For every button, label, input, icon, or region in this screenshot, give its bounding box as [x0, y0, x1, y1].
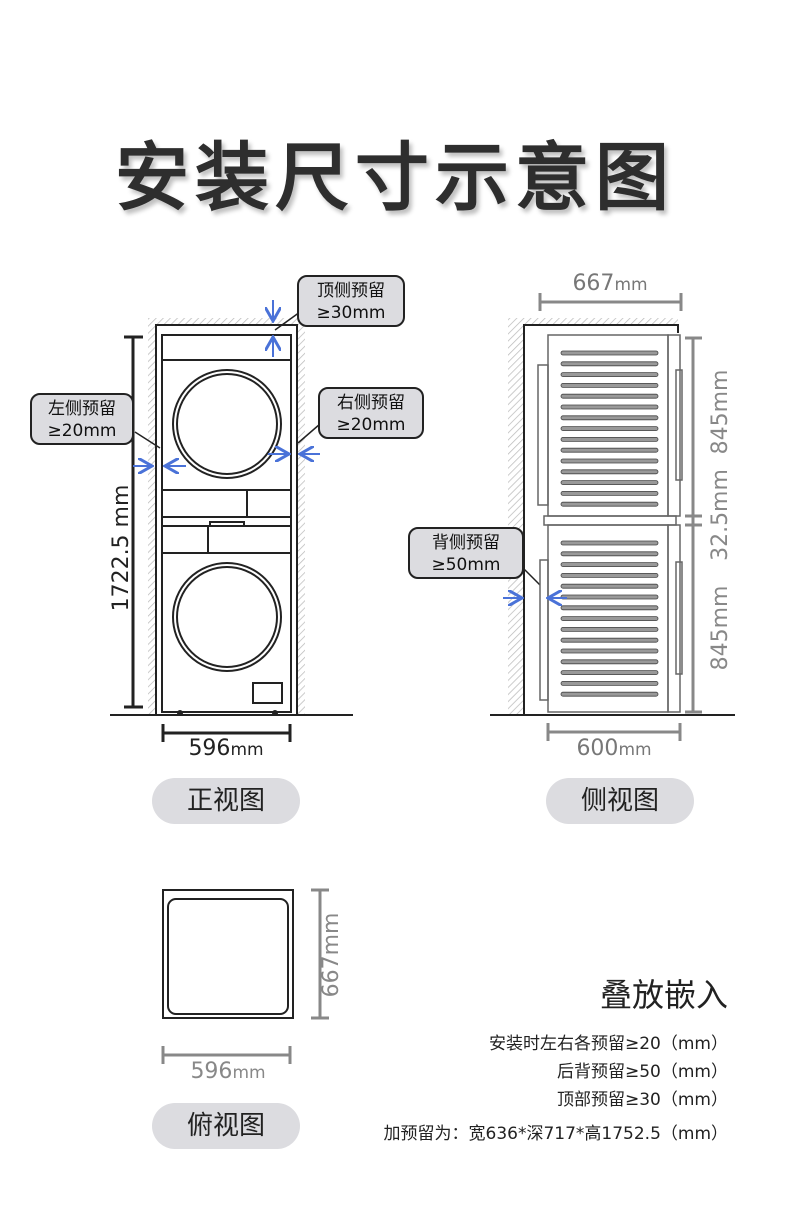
callout-value: ≥20mm [336, 415, 406, 435]
vent-slat [560, 415, 659, 421]
vent-slat [560, 616, 659, 621]
callout-value: ≥20mm [47, 421, 117, 441]
top-wall-hatch [156, 318, 297, 325]
side-machine-depth-label: 600mm [576, 736, 651, 761]
clearance-arrows [133, 300, 320, 466]
top-width-dimension-line [161, 1046, 292, 1064]
vent-slat [560, 691, 659, 697]
info-heading: 叠放嵌入 [599, 976, 728, 1014]
vent-slat [560, 627, 659, 632]
side-top-dimension-line [538, 293, 683, 311]
top-clearance-callout: 顶侧预留 ≥30mm [297, 275, 405, 327]
gap-height-label: 32.5mm [708, 469, 733, 561]
front-width-label: 596mm [188, 736, 263, 761]
side-cabinet-outline [523, 324, 679, 715]
vent-slat [560, 426, 659, 432]
callout-title: 右侧预留 [337, 393, 405, 413]
vent-slat [560, 447, 659, 453]
top-width-label: 596mm [190, 1059, 265, 1084]
info-line: 顶部预留≥30（mm） [557, 1090, 728, 1110]
page-title: 安装尺寸示意图 [115, 135, 675, 221]
vent-slat [560, 637, 659, 643]
vent-slat [560, 393, 659, 399]
vent-slat [560, 659, 659, 665]
callout-title: 左侧预留 [48, 399, 116, 419]
vent-slat [560, 436, 659, 442]
vent-slat [560, 648, 659, 654]
vent-slat [560, 605, 659, 611]
right-clearance-callout: 右侧预留 ≥20mm [318, 387, 424, 439]
vent-slat [560, 404, 659, 410]
vent-slat [560, 540, 659, 546]
vent-slat [560, 681, 659, 686]
front-view-label: 正视图 [152, 778, 300, 824]
vent-slat [560, 594, 659, 600]
vent-slat [560, 551, 659, 557]
width-dimension-line [161, 724, 292, 742]
callout-title: 顶侧预留 [317, 281, 385, 301]
vent-slat [560, 670, 659, 675]
callout-value: ≥50mm [431, 555, 501, 575]
side-bottom-dimension-line [546, 723, 682, 741]
side-height-dimension-line [685, 336, 702, 714]
vent-slat [560, 382, 659, 388]
top-depth-label: 667mm [319, 913, 344, 998]
stacked-machines [161, 334, 292, 713]
info-line: 安装时左右各预留≥20（mm） [489, 1034, 728, 1054]
side-view-label: 侧视图 [546, 778, 694, 824]
back-wall-hatch [508, 318, 524, 715]
left-clearance-callout: 左侧预留 ≥20mm [30, 393, 134, 445]
side-machines [537, 334, 683, 713]
side-depth-label: 667mm [572, 271, 647, 296]
height-dimension-label: 1722.5 mm [109, 485, 134, 612]
vent-slat [560, 573, 659, 578]
callout-pointers [134, 311, 541, 586]
back-clearance-callout: 背侧预留 ≥50mm [408, 527, 524, 579]
vent-slats [560, 350, 659, 697]
vent-slat [560, 480, 659, 486]
stacking-info: 叠放嵌入 安装时左右各预留≥20（mm） 后背预留≥50（mm） 顶部预留≥30… [384, 970, 729, 1148]
lower-height-label: 845mm [708, 586, 733, 671]
side-view: 667mm 600mm 845mm 32.5mm 845mm [490, 271, 735, 761]
vent-slat [560, 350, 659, 356]
left-wall-hatch [148, 318, 156, 715]
vent-slat [560, 490, 659, 496]
vent-slat [560, 562, 659, 567]
info-line: 后背预留≥50（mm） [557, 1062, 728, 1082]
cabinet-outline [155, 324, 298, 716]
callout-title: 背侧预留 [432, 533, 500, 553]
callout-value: ≥30mm [316, 303, 386, 323]
top-view: 667mm 596mm [161, 888, 344, 1084]
vent-slat [560, 361, 659, 367]
vent-slat [560, 458, 659, 464]
top-view-label: 俯视图 [152, 1103, 300, 1149]
vent-slat [560, 372, 659, 378]
info-total-dimensions: 加预留为：宽636*深717*高1752.5（mm） [383, 1124, 729, 1144]
upper-height-label: 845mm [708, 370, 733, 455]
vent-slat [560, 583, 659, 589]
top-depth-dimension-line [311, 888, 329, 1020]
vent-slat [560, 501, 659, 507]
vent-slat [560, 469, 659, 475]
right-wall-hatch [297, 318, 305, 715]
